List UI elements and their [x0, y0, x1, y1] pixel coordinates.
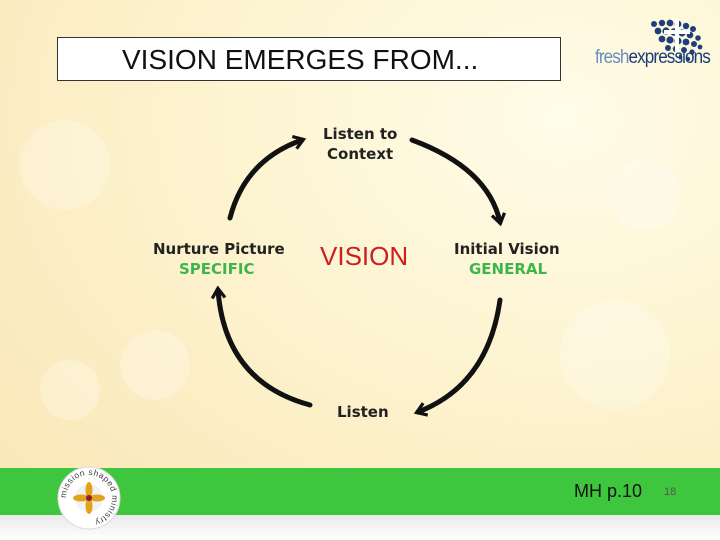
cycle-label-line: SPECIFIC: [179, 260, 255, 278]
logo-wordmark: freshexpressions: [595, 47, 711, 69]
footer-shadow: [0, 515, 720, 540]
logo-mark-icon: [651, 19, 703, 62]
slide-title: VISION EMERGES FROM...: [122, 44, 479, 75]
cycle-label-line: Listen to: [323, 125, 398, 143]
arrow-top-right: [409, 137, 506, 227]
background-bubble: [120, 330, 190, 400]
footer-bar: [0, 468, 720, 515]
title-box: VISION EMERGES FROM...: [57, 37, 561, 81]
cycle-label-line: Context: [327, 145, 394, 163]
page-reference: MH p.10: [574, 481, 643, 501]
cycle-label-listen: Listen: [337, 402, 389, 422]
background-bubble: [560, 300, 670, 410]
mission-shaped-ministry-badge: mission shaped ministry: [57, 466, 121, 530]
cycle-label-line: Listen: [337, 403, 389, 421]
background-bubble: [20, 120, 110, 210]
mission-shaped-ministry-logo-icon: mission shaped ministry: [57, 466, 121, 530]
slide-number: 18: [664, 486, 677, 498]
background-bubble: [40, 360, 100, 420]
cycle-label-line: Nurture Picture: [153, 240, 285, 258]
arrow-bottom-right: [413, 297, 503, 417]
arrow-bottom-left: [210, 285, 313, 408]
logo-word-suffix: expressions: [628, 47, 711, 68]
logo-word-prefix: fresh: [595, 47, 629, 68]
cycle-label-initial-vision: Initial Vision GENERAL: [454, 239, 560, 279]
fresh-expressions-logo: freshexpressions: [592, 14, 712, 80]
cycle-label-nurture-picture: Nurture Picture SPECIFIC: [153, 239, 285, 279]
cycle-label-line: Initial Vision: [454, 240, 560, 258]
cycle-center-vision: VISION: [320, 241, 409, 271]
arrow-top-left: [227, 135, 307, 221]
background-bubble: [610, 160, 680, 230]
cycle-label-listen-to-context: Listen to Context: [323, 124, 397, 164]
cycle-label-line: GENERAL: [469, 260, 548, 278]
